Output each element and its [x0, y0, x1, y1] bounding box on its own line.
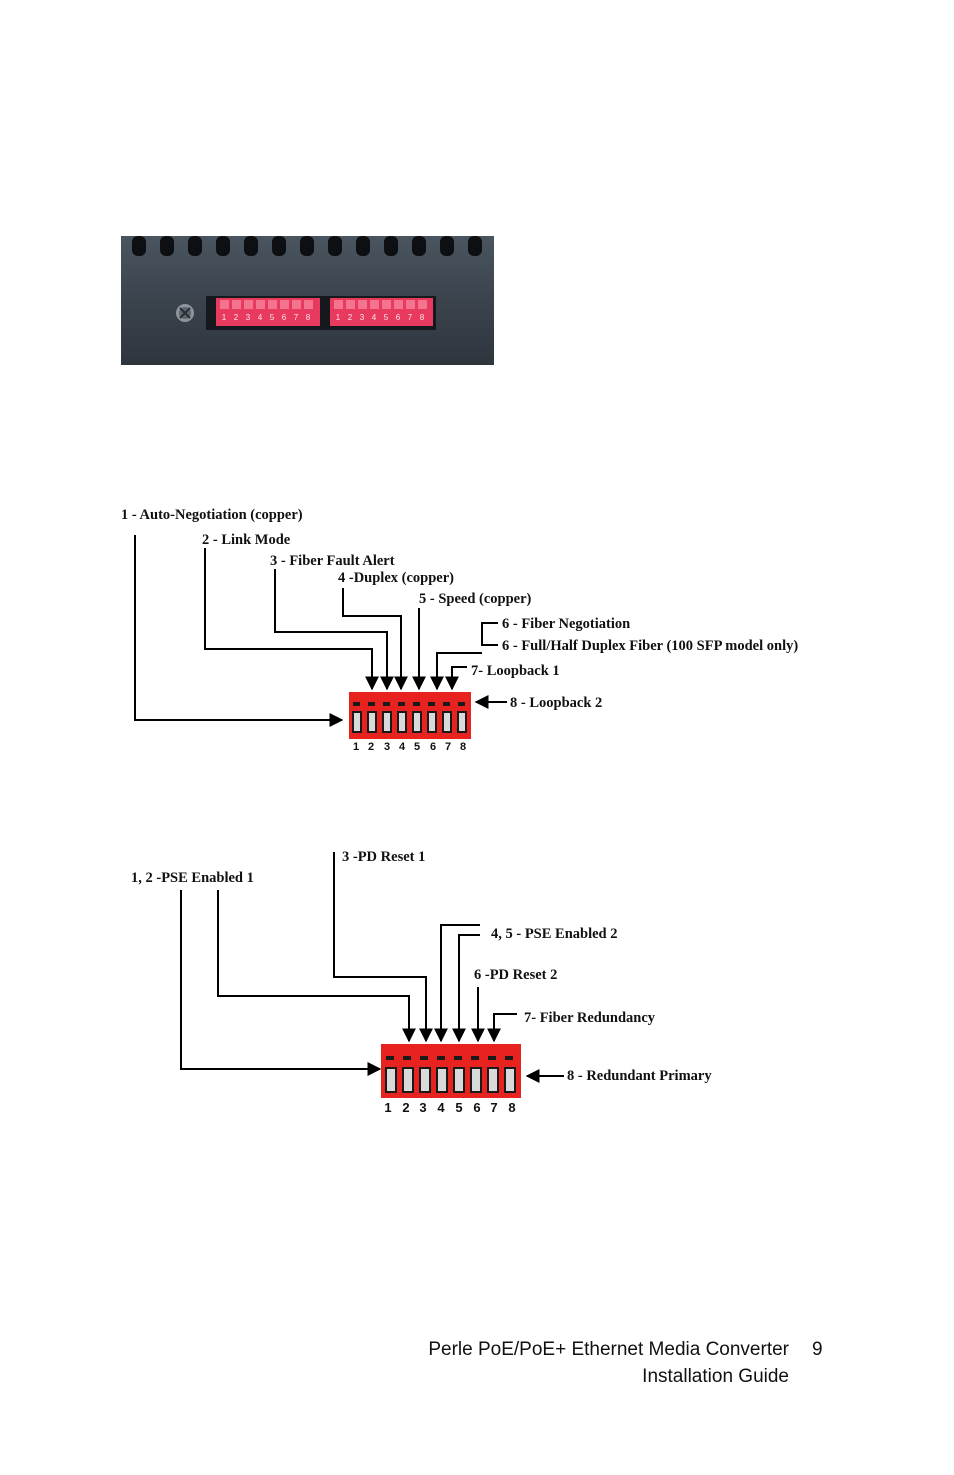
label-auto-negotiation: 1 - Auto-Negotiation (copper) [121, 507, 303, 523]
label-pse-enabled-1: 1, 2 -PSE Enabled 1 [131, 870, 254, 886]
switch-numbers-1: 1 2 3 4 5 6 7 8 [353, 741, 466, 753]
label-pd-reset-2: 6 -PD Reset 2 [474, 967, 557, 983]
photo-dip-switch-left: 1 2 3 4 5 6 7 8 [216, 298, 320, 326]
vent-slots [132, 236, 482, 256]
switch-number: 5 [455, 1100, 462, 1115]
switch-number: 4 [399, 741, 406, 753]
footer-title-line-1: Perle PoE/PoE+ Ethernet Media Converter [428, 1339, 789, 1360]
switch-number: 6 [430, 741, 436, 753]
photo-dip-switch-right: 1 2 3 4 5 6 7 8 [330, 298, 433, 326]
leader-line-7 [445, 666, 467, 691]
footer-document-title: Perle PoE/PoE+ Ethernet Media Converter … [380, 1336, 789, 1390]
photo-switch-number: 8 [306, 313, 311, 322]
leader-line-pse2-a [434, 924, 480, 1043]
photo-switch-number: 3 [246, 313, 251, 322]
switch-number: 7 [445, 741, 451, 753]
switch-number: 7 [490, 1100, 497, 1115]
leader-lines [134, 535, 507, 727]
photo-switch-number: 1 [222, 313, 227, 322]
photo-switch-number: 5 [384, 313, 389, 322]
photo-switch-number: 7 [294, 313, 299, 322]
label-speed-copper: 5 - Speed (copper) [419, 591, 532, 607]
label-pse-enabled-2: 4, 5 - PSE Enabled 2 [491, 926, 618, 942]
switch-number: 1 [353, 741, 359, 753]
leader-line-3 [274, 569, 394, 691]
page-number: 9 [812, 1339, 823, 1360]
photo-switch-number: 6 [282, 313, 287, 322]
switch-numbers-2: 1 2 3 4 5 6 7 8 [384, 1100, 515, 1115]
leader-lines-2 [180, 852, 564, 1083]
footer-title-line-2: Installation Guide [642, 1366, 789, 1387]
dip-switch-graphic-1 [349, 692, 471, 739]
photo-switch-number: 3 [360, 313, 365, 322]
photo-switch-number: 4 [258, 313, 263, 322]
switch-number: 1 [384, 1100, 391, 1115]
leader-line-pse1-b [217, 890, 416, 1043]
photo-switch-number: 6 [396, 313, 401, 322]
switch-number: 2 [402, 1100, 409, 1115]
photo-switch-number: 1 [336, 313, 341, 322]
label-full-half-duplex-fiber: 6 - Full/Half Duplex Fiber (100 SFP mode… [502, 638, 798, 654]
photo-switch-number: 4 [372, 313, 377, 322]
label-link-mode: 2 - Link Mode [202, 532, 291, 548]
dip-switch-diagram-2: 3 -PD Reset 1 1, 2 -PSE Enabled 1 4, 5 -… [131, 849, 712, 1115]
label-loopback-1: 7- Loopback 1 [471, 663, 560, 679]
photo-switch-number: 8 [420, 313, 425, 322]
label-fiber-redundancy: 7- Fiber Redundancy [524, 1010, 656, 1026]
label-redundant-primary: 8 - Redundant Primary [567, 1068, 712, 1084]
label-loopback-2: 8 - Loopback 2 [510, 695, 602, 711]
leader-line-4 [342, 588, 408, 691]
screw-icon [176, 304, 194, 322]
label-fiber-fault-alert: 3 - Fiber Fault Alert [270, 553, 395, 569]
label-pd-reset-1: 3 -PD Reset 1 [342, 849, 425, 865]
leader-line-1 [134, 535, 344, 727]
label-fiber-negotiation: 6 - Fiber Negotiation [502, 616, 630, 632]
switch-number: 6 [473, 1100, 480, 1115]
switch-number: 8 [508, 1100, 515, 1115]
photo-switch-number: 2 [348, 313, 353, 322]
leader-line-pd1 [333, 852, 433, 1043]
dip-switch-photo: 1 2 3 4 5 6 7 8 1 2 3 4 5 6 7 8 [121, 236, 494, 365]
label-duplex-copper: 4 -Duplex (copper) [338, 570, 454, 586]
switch-number: 3 [419, 1100, 426, 1115]
leader-line-2 [204, 548, 379, 691]
switch-number: 8 [460, 741, 466, 753]
photo-switch-number: 5 [270, 313, 275, 322]
dip-switch-diagram-1: 1 - Auto-Negotiation (copper) 2 - Link M… [121, 507, 798, 753]
leader-line-fiber-redundancy [487, 1013, 517, 1043]
photo-switch-number: 2 [234, 313, 239, 322]
leader-line-pse2-b [452, 934, 480, 1043]
leader-line-6a [481, 622, 498, 646]
switch-number: 4 [437, 1100, 445, 1115]
photo-switch-number: 7 [408, 313, 413, 322]
switch-number: 2 [368, 741, 374, 753]
switch-number: 3 [384, 741, 390, 753]
switch-number: 5 [414, 741, 420, 753]
leader-line-pse1-a [180, 890, 382, 1076]
leader-line-6b [430, 652, 482, 691]
dip-switch-graphic-2 [381, 1044, 521, 1098]
